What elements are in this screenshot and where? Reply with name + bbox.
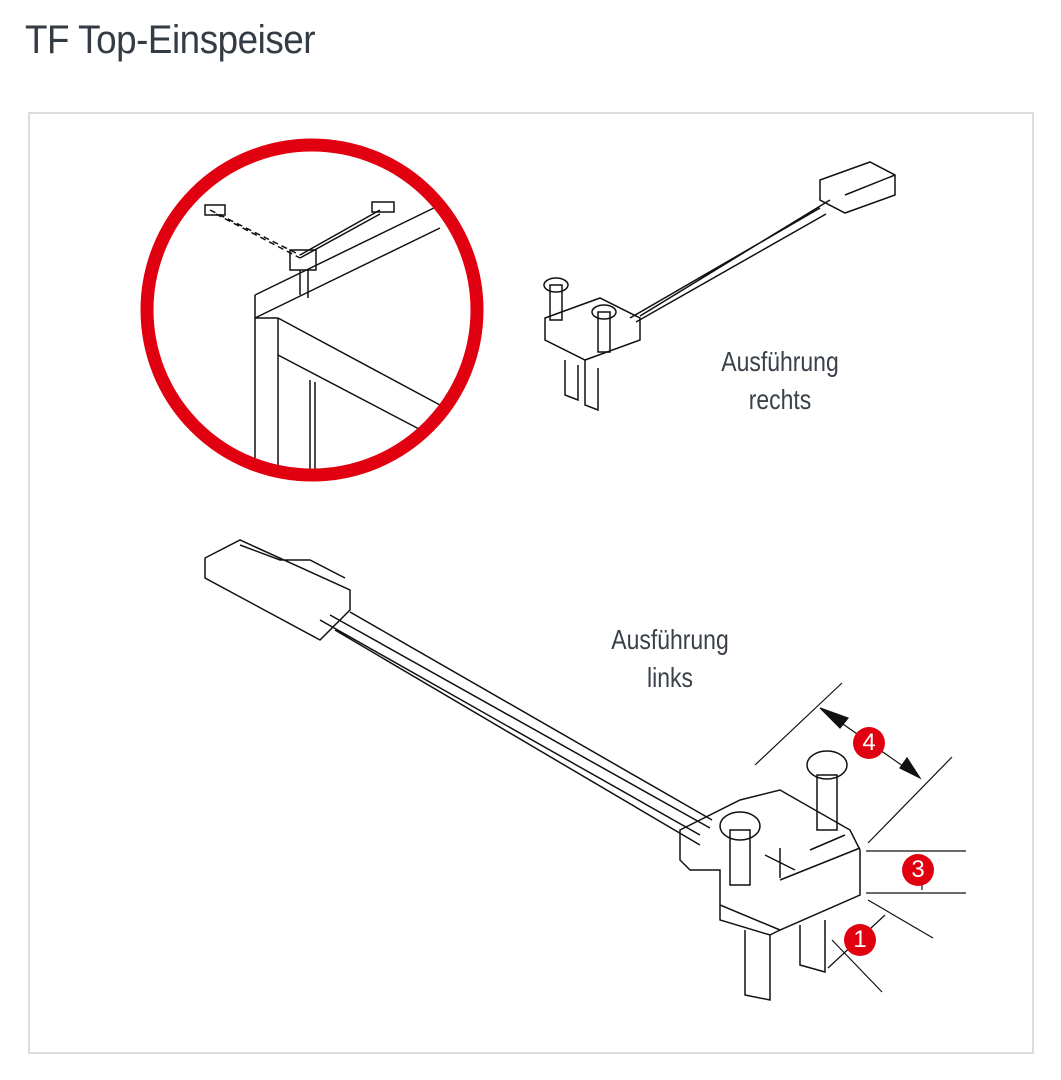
dimension-marker-1: 1 <box>844 924 876 956</box>
right-variant-drawing <box>543 161 896 412</box>
right-variant-label-line1: Ausführung <box>721 346 839 377</box>
page-title: TF Top-Einspeiser <box>25 18 316 62</box>
detail-circle <box>140 138 484 482</box>
left-variant-label-line2: links <box>647 662 693 693</box>
left-variant-label-line1: Ausführung <box>611 624 729 655</box>
right-variant-label-line2: rechts <box>748 384 812 415</box>
drawing-frame <box>28 112 1034 1054</box>
dimension-marker-4: 4 <box>853 727 885 759</box>
right-variant-label: Ausführung rechts <box>714 343 845 419</box>
dimension-marker-3: 3 <box>902 854 934 886</box>
left-variant-label: Ausführung links <box>604 621 735 697</box>
left-variant-drawing <box>204 539 861 1001</box>
